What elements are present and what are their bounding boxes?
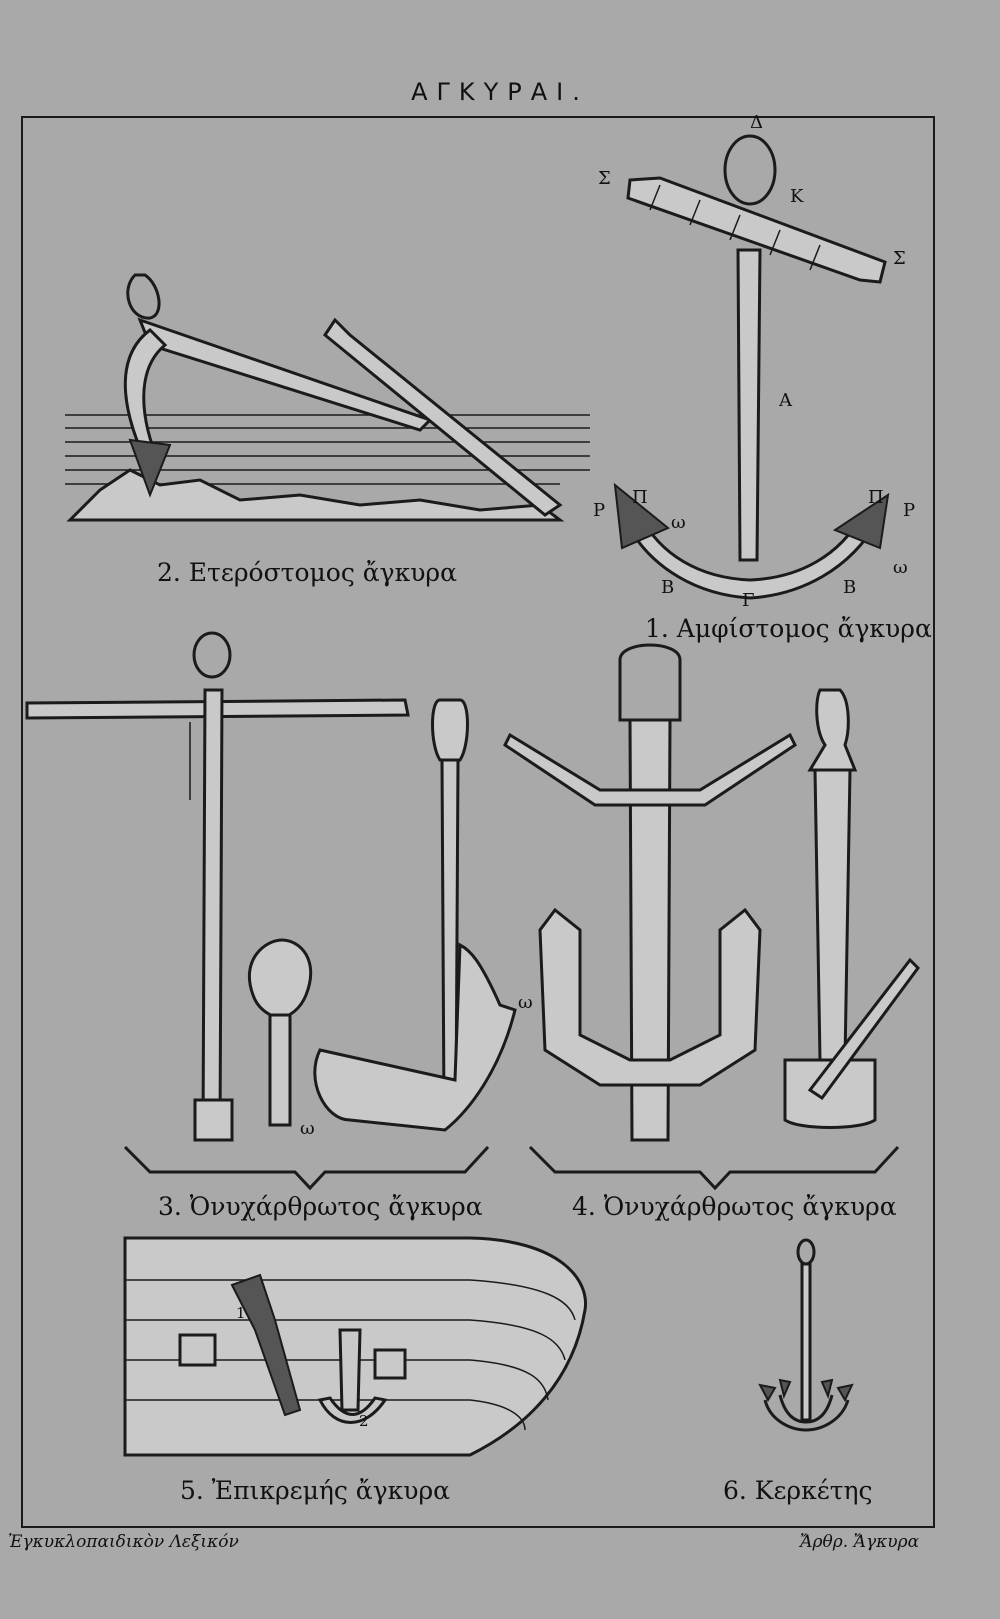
label-omega-fig3-right: ω <box>518 992 533 1013</box>
label-fig5-two: 2 <box>359 1412 369 1430</box>
caption-figure-5: 5. Ἐπικρεμής ἄγκυρα <box>180 1476 451 1505</box>
label-rho-left: Ρ <box>593 500 606 521</box>
label-gamma: Γ <box>742 590 755 611</box>
figure-3-drawing <box>25 631 517 1142</box>
label-omega-right: ω <box>893 557 908 578</box>
caption-figure-2: 2. Ετερόστομος ἄγκυρα <box>157 558 457 587</box>
figure-5-drawing <box>123 1236 588 1457</box>
caption-figure-1: 1. Αμφίστομος ἄγκυρα <box>645 614 932 643</box>
label-omega-fig3-left: ω <box>300 1118 315 1139</box>
label-alpha: Α <box>779 390 792 411</box>
figure-2-drawing <box>65 273 590 522</box>
label-sigma-right: Σ <box>893 248 906 269</box>
caption-figure-6: 6. Κερκέτης <box>723 1476 873 1505</box>
footer-article: Ἄρθρ. Ἄγκυρα <box>800 1532 920 1552</box>
label-fig5-one: 1 <box>236 1304 246 1322</box>
label-kappa: Κ <box>790 186 804 207</box>
label-pi-right: Π <box>868 487 884 508</box>
label-sigma-left: Σ <box>598 168 611 189</box>
figure-4-drawing <box>503 643 920 1142</box>
figure-1-drawing <box>613 134 890 600</box>
plate-title: ΑΓΚΥΡΑΙ. <box>411 78 589 106</box>
footer-source: Ἐγκυκλοπαιδικὸν Λεξικόν <box>8 1532 239 1552</box>
label-omega-left: ω <box>671 512 686 533</box>
caption-figure-4: 4. Ὀνυχάρθρωτος ἄγκυρα <box>572 1192 897 1221</box>
label-pi-left: Π <box>632 487 648 508</box>
label-delta: Δ <box>750 112 763 133</box>
caption-figure-3: 3. Ὀνυχάρθρωτος ἄγκυρα <box>158 1192 483 1221</box>
label-beta-left: Β <box>661 577 675 598</box>
label-rho-right: Ρ <box>903 500 916 521</box>
figure-6-drawing <box>758 1238 854 1432</box>
plate-frame <box>21 116 935 1528</box>
label-beta-right: Β <box>843 577 857 598</box>
